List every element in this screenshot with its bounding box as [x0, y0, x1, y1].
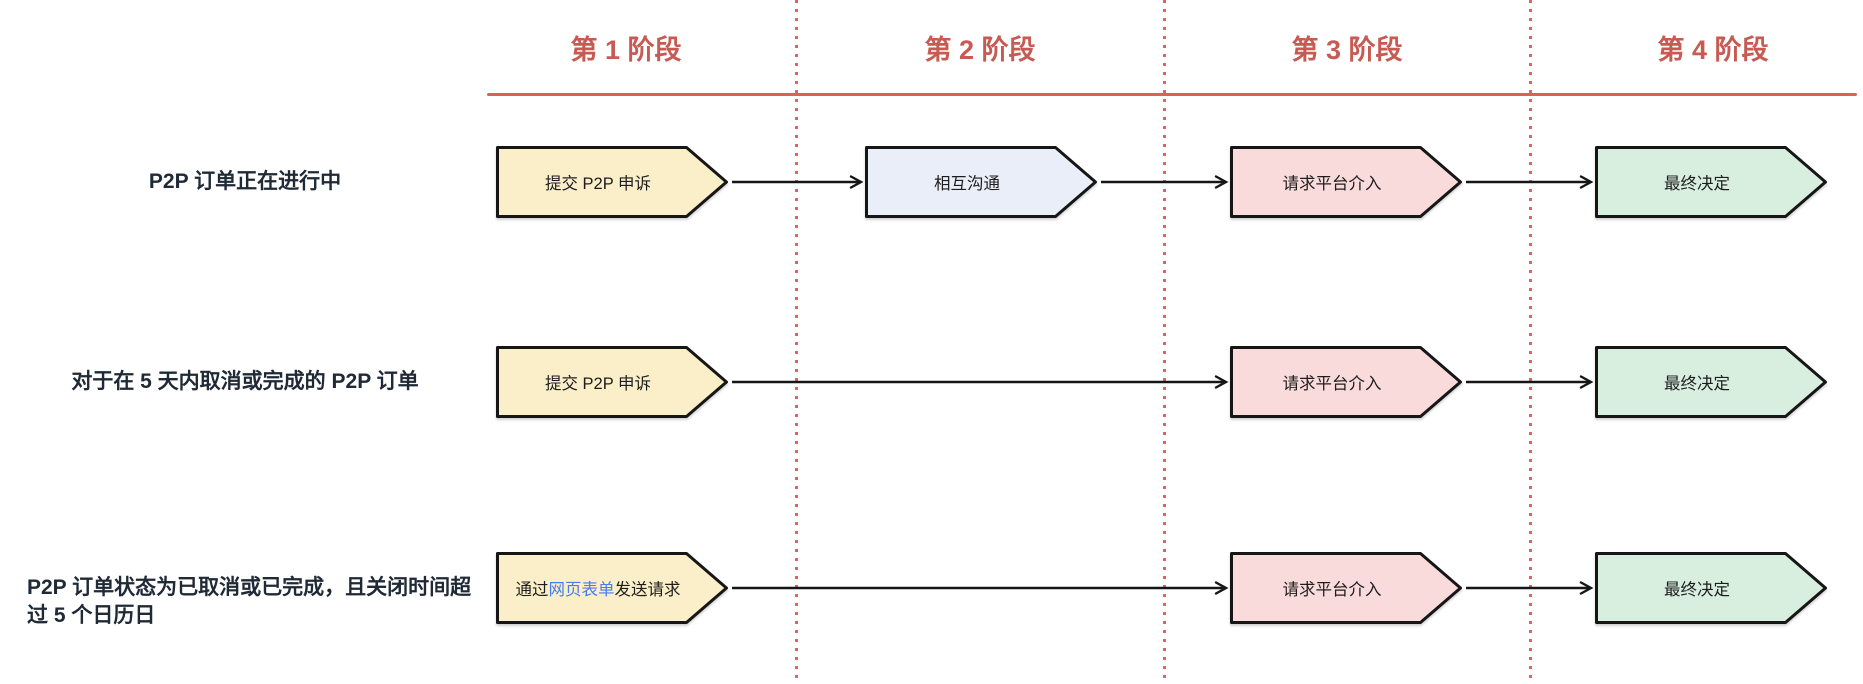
pentagon-shape [496, 146, 728, 218]
step-label-suffix: 发送请求 [614, 581, 681, 599]
step-label: 提交 P2P 申诉 [544, 375, 652, 393]
pentagon-shape [1230, 146, 1462, 218]
stage-3-header: 第 3 阶段 [1291, 35, 1403, 65]
condition-row-3-line-1: P2P 订单状态为已取消或已完成，且关闭时间超 [27, 576, 472, 599]
stage-2-header: 第 2 阶段 [924, 35, 1036, 65]
stage-divider-1 [795, 0, 798, 684]
pentagon-shape [1230, 552, 1462, 624]
row1-step-submit-appeal: 提交 P2P 申诉 [496, 146, 728, 218]
step-label: 请求平台介入 [1282, 175, 1382, 193]
web-form-link[interactable]: 网页表单 [548, 581, 615, 599]
stage-4-header: 第 4 阶段 [1657, 35, 1769, 65]
step-label: 提交 P2P 申诉 [544, 175, 652, 193]
condition-row-3-line-2: 过 5 个日历日 [27, 604, 156, 627]
row1-step-communicate: 相互沟通 [865, 146, 1097, 218]
row3-step-final-decision: 最终决定 [1595, 552, 1827, 624]
condition-row-3: P2P 订单状态为已取消或已完成，且关闭时间超 过 5 个日历日 [27, 574, 497, 630]
row1-step-final-decision: 最终决定 [1595, 146, 1827, 218]
pentagon-shape [1595, 146, 1827, 218]
pentagon-shape [496, 346, 728, 418]
row1-step-platform-intervention: 请求平台介入 [1230, 146, 1462, 218]
condition-row-2: 对于在 5 天内取消或完成的 P2P 订单 [71, 370, 419, 393]
step-label: 最终决定 [1664, 175, 1730, 193]
pentagon-shape [1595, 552, 1827, 624]
step-label: 最终决定 [1664, 375, 1730, 393]
row3-step-web-form-request: 通过网页表单发送请求 [496, 552, 728, 624]
row2-step-final-decision: 最终决定 [1595, 346, 1827, 418]
step-label: 请求平台介入 [1282, 375, 1382, 393]
step-label-prefix: 通过 [515, 581, 549, 599]
stage-divider-3 [1529, 0, 1532, 684]
row3-step-platform-intervention: 请求平台介入 [1230, 552, 1462, 624]
step-label: 最终决定 [1664, 581, 1730, 599]
pentagon-shape [865, 146, 1097, 218]
pentagon-shape [1230, 346, 1462, 418]
row2-step-submit-appeal: 提交 P2P 申诉 [496, 346, 728, 418]
pentagon-shape [1595, 346, 1827, 418]
stage-1-header: 第 1 阶段 [570, 35, 682, 65]
step-label: 通过网页表单发送请求 [496, 552, 700, 624]
row2-step-platform-intervention: 请求平台介入 [1230, 346, 1462, 418]
condition-row-1: P2P 订单正在进行中 [148, 170, 342, 193]
pentagon-shape [496, 552, 728, 624]
stage-header-rule [487, 93, 1857, 96]
stage-divider-2 [1163, 0, 1166, 684]
step-label: 请求平台介入 [1282, 581, 1382, 599]
step-label: 相互沟通 [934, 175, 1000, 193]
